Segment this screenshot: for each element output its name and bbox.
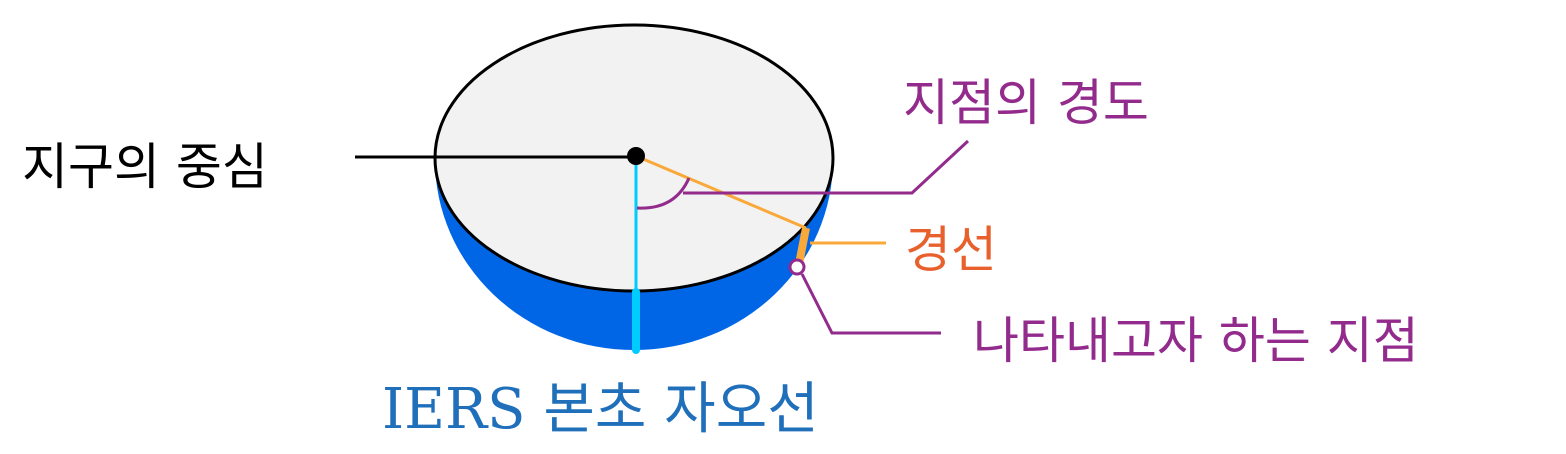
longitude-leader-line — [683, 139, 970, 195]
target-point-marker — [788, 258, 806, 276]
meridian-label: 경선 — [905, 221, 997, 279]
earth-center-label: 지구의 중심 — [22, 138, 268, 196]
prime-meridian-label: IERS 본초 자오선 — [382, 377, 819, 442]
earth-center-dot — [627, 147, 645, 165]
target-point-label: 나타내고자 하는 지점 — [973, 312, 1419, 370]
longitude-angle-arc — [636, 177, 691, 210]
point-leader-line — [800, 273, 941, 335]
meridian-surface-segment — [795, 227, 810, 265]
point-longitude-label: 지점의 경도 — [903, 74, 1149, 132]
